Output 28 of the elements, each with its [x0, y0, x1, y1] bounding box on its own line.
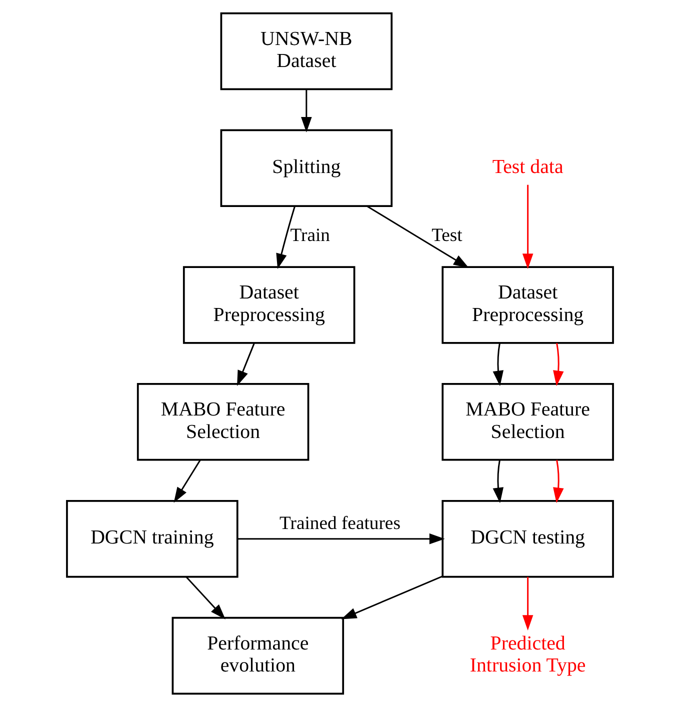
node-box: DGCN testing: [442, 500, 614, 578]
arrow: [237, 342, 255, 386]
arrow: [237, 533, 445, 544]
arrow: [276, 206, 296, 270]
node-text: Test data: [492, 156, 564, 178]
node-box: DGCN training: [66, 500, 238, 578]
node-box: MABO Feature Selection: [442, 383, 614, 461]
arrow: [492, 342, 504, 386]
node-box: Dataset Preprocessing: [182, 266, 356, 344]
node-box: Performance evolution: [172, 616, 344, 695]
edge-label: Test: [432, 224, 462, 246]
arrow: [186, 576, 226, 620]
node-box: UNSW-NB Dataset: [220, 12, 393, 90]
arrow: [492, 460, 504, 504]
arrow: [341, 576, 443, 620]
arrow: [522, 184, 534, 270]
arrow: [174, 460, 201, 503]
arrow: [553, 342, 564, 386]
node-box: Dataset Preprocessing: [442, 266, 614, 344]
arrow: [553, 460, 564, 504]
arrow: [522, 576, 534, 631]
edge-label: Trained features: [280, 512, 400, 534]
edge-label: Train: [290, 224, 330, 246]
node-box: Splitting: [220, 129, 393, 208]
arrow: [366, 205, 469, 268]
arrow: [301, 89, 312, 132]
node-box: MABO Feature Selection: [136, 383, 310, 461]
node-text: Predicted Intrusion Type: [470, 632, 586, 677]
